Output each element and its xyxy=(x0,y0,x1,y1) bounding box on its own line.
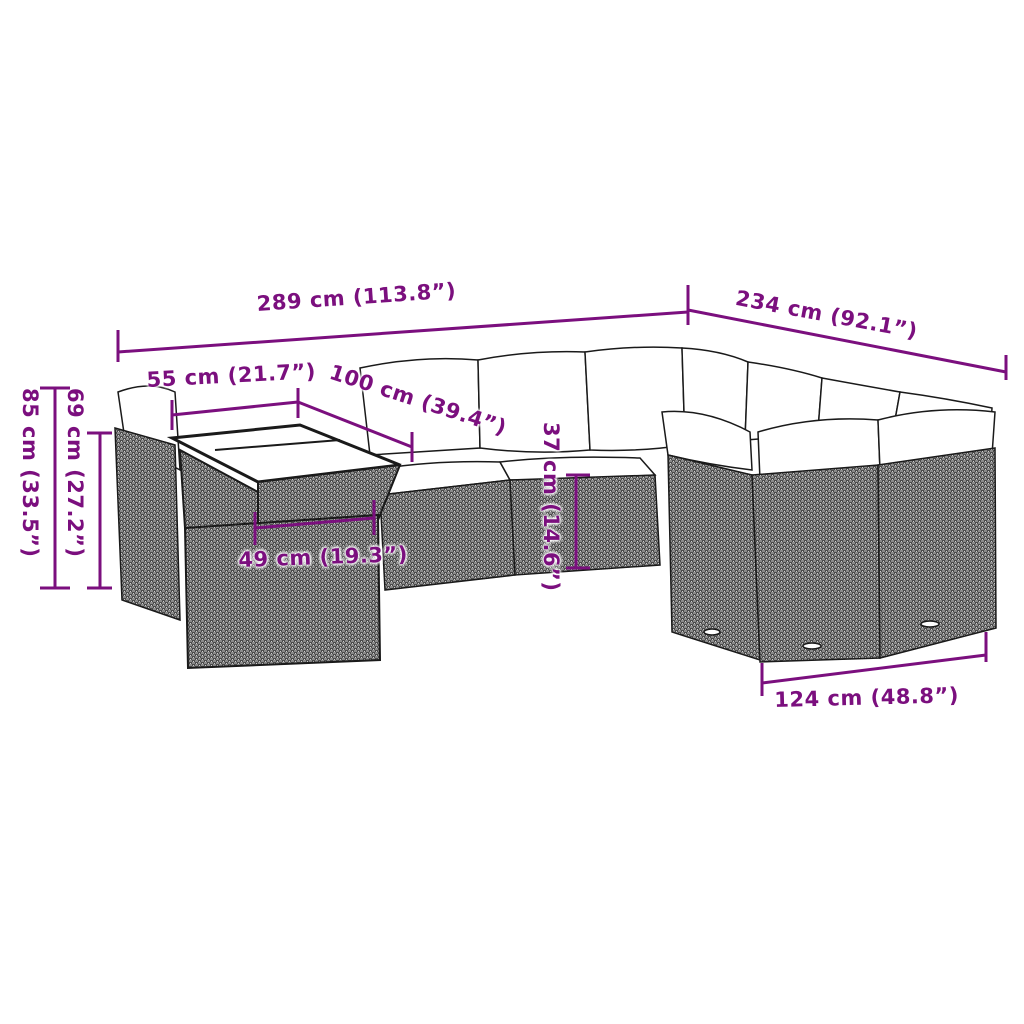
back-cushions xyxy=(359,346,993,456)
left-armchair xyxy=(114,385,181,622)
label-corner-module-width: 124 cm (48.8”) xyxy=(774,683,960,712)
label-total-height: 85 cm (33.5”) xyxy=(18,388,42,558)
dimension-lines xyxy=(40,285,1008,696)
label-seat-height: 37 cm (14.6”) xyxy=(539,422,563,592)
right-corner-module xyxy=(661,409,997,663)
middle-seats xyxy=(374,456,661,591)
dining-table xyxy=(166,423,402,670)
label-table-height: 69 cm (27.2”) xyxy=(63,388,87,558)
